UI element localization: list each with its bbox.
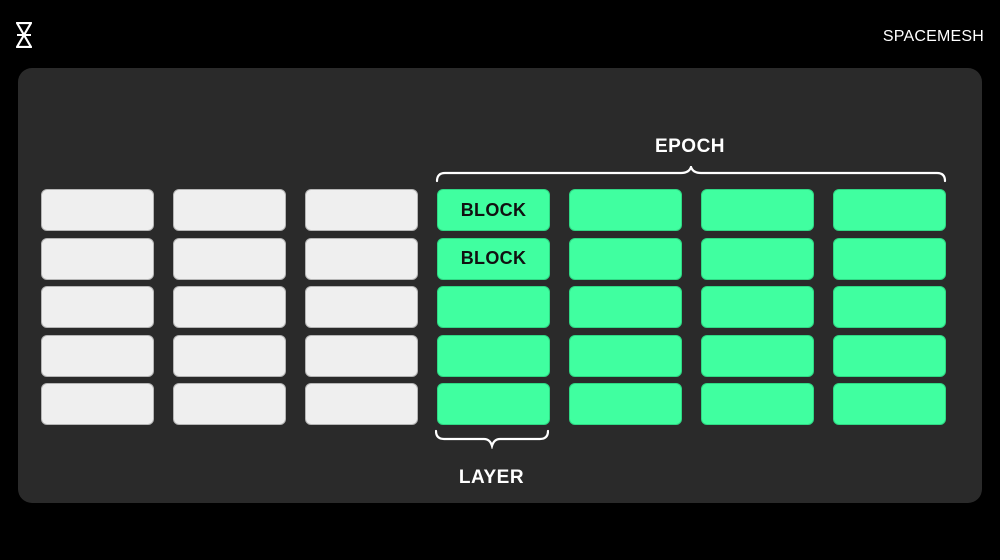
- epoch-block: [833, 334, 946, 377]
- past-block: [305, 334, 418, 377]
- epoch-block: [701, 286, 814, 328]
- past-block: [305, 237, 418, 280]
- layer-grid: BLOCK BLOCK: [18, 68, 982, 503]
- epoch-block: [833, 286, 946, 328]
- past-block: [305, 189, 418, 231]
- past-block: [305, 286, 418, 328]
- past-block: [41, 286, 154, 328]
- epoch-block: [569, 189, 682, 231]
- epoch-block: BLOCK: [437, 237, 550, 280]
- epoch-block: BLOCK: [437, 189, 550, 231]
- past-block: [173, 286, 286, 328]
- epoch-block: [569, 334, 682, 377]
- epoch-block: [701, 189, 814, 231]
- past-block: [41, 334, 154, 377]
- epoch-block: [833, 189, 946, 231]
- epoch-block: [437, 383, 550, 425]
- past-block: [41, 237, 154, 280]
- diagram-panel: EPOCH BLOCK BLOCK LAYER: [18, 68, 982, 503]
- past-block: [41, 189, 154, 231]
- brand-name: SPACEMESH: [882, 28, 984, 45]
- epoch-block: [701, 383, 814, 425]
- epoch-block: [437, 286, 550, 328]
- epoch-block: [701, 237, 814, 280]
- epoch-label: EPOCH: [654, 136, 726, 157]
- past-block: [173, 334, 286, 377]
- spacemesh-logo-icon: [16, 22, 32, 48]
- epoch-block: [569, 383, 682, 425]
- past-block: [305, 383, 418, 425]
- past-block: [173, 383, 286, 425]
- epoch-block: [833, 383, 946, 425]
- epoch-block: [437, 334, 550, 377]
- epoch-block: [569, 237, 682, 280]
- epoch-block: [569, 286, 682, 328]
- layer-brace: [435, 429, 549, 449]
- epoch-block: [701, 334, 814, 377]
- past-block: [173, 189, 286, 231]
- past-block: [41, 383, 154, 425]
- epoch-block: [833, 237, 946, 280]
- epoch-brace: [435, 166, 947, 183]
- past-block: [173, 237, 286, 280]
- layer-label: LAYER: [458, 467, 525, 488]
